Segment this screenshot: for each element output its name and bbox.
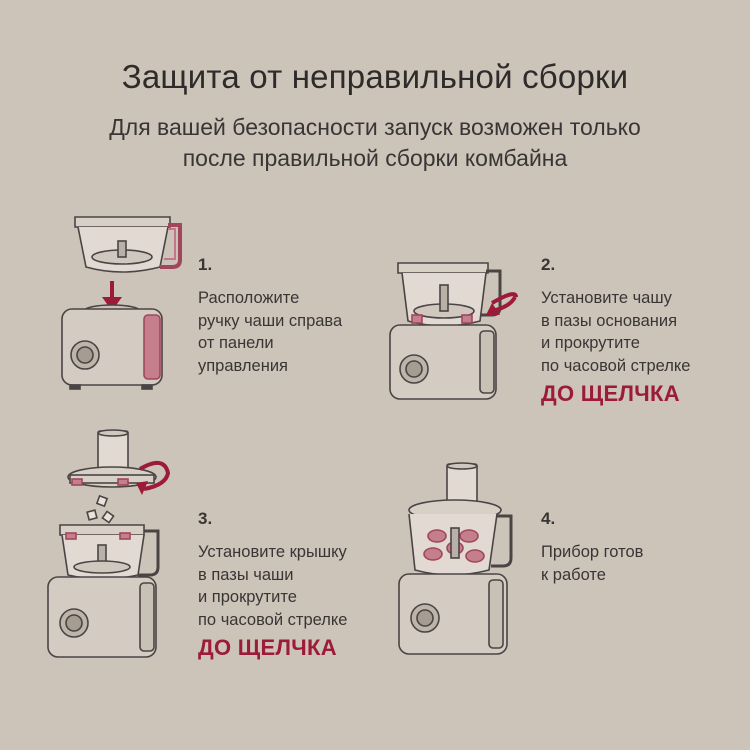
step-4-illustration — [398, 462, 513, 655]
step-description: Прибор готов к работе — [541, 543, 644, 584]
step-2-illustration — [389, 262, 518, 400]
step-description: Установите чашу в пазы основания и прокр… — [541, 289, 691, 375]
step-3-illustration — [47, 429, 171, 658]
step-description: Расположите ручку чаши справа от панели … — [198, 289, 343, 375]
subtitle-line-2: после правильной сборки комбайна — [182, 145, 568, 171]
subtitle-line-1: Для вашей безопасности запуск возможен т… — [109, 114, 641, 140]
step-emphasis: ДО ЩЕЛЧКА — [198, 635, 337, 660]
step-number: 2. — [541, 255, 556, 274]
step-4: 4. Прибор готов к работе — [541, 509, 741, 586]
step-number: 1. — [198, 255, 213, 274]
step-1: 1. Расположите ручку чаши справа от пане… — [198, 255, 398, 377]
step-3: 3. Установите крышку в пазы чаши и прокр… — [198, 509, 398, 661]
step-number: 3. — [198, 509, 213, 528]
step-emphasis: ДО ЩЕЛЧКА — [541, 381, 680, 406]
page-title: Защита от неправильной сборки — [121, 58, 629, 95]
step-2: 2. Установите чашу в пазы основания и пр… — [541, 255, 746, 407]
step-number: 4. — [541, 509, 556, 528]
step-description: Установите крышку в пазы чаши и прокрути… — [198, 543, 348, 629]
page-subtitle: Для вашей безопасности запуск возможен т… — [0, 112, 750, 174]
step-1-illustration — [61, 216, 182, 390]
